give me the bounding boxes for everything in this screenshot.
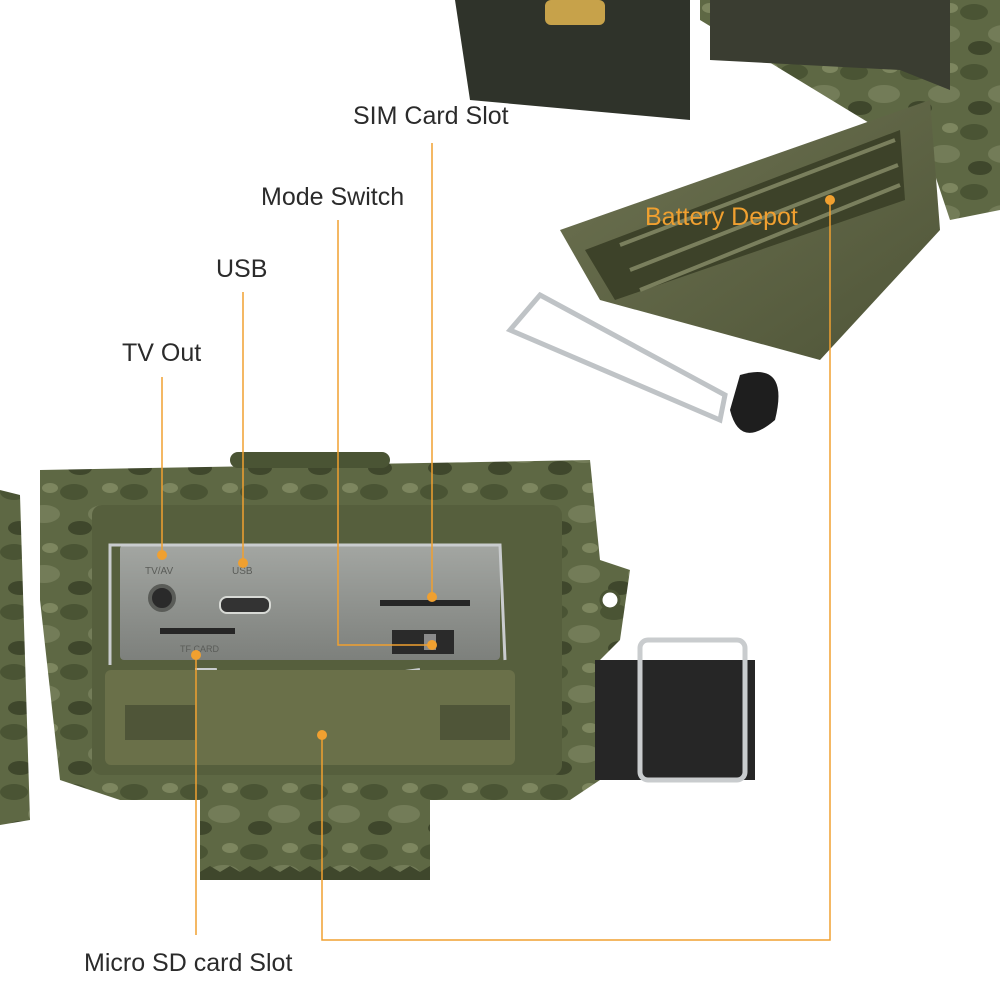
tv-out-label: TV Out	[122, 339, 202, 367]
lower-compartment	[105, 670, 515, 765]
battery-bay-opening	[710, 0, 950, 90]
usb-label: USB	[216, 255, 268, 283]
strap-buckle	[595, 660, 755, 780]
dot-battery-depot	[825, 195, 835, 205]
tv-av-panel-label: TV/AV	[145, 566, 173, 577]
front-door-edge	[0, 490, 30, 825]
latch-left	[125, 705, 195, 740]
leader-lines	[161, 143, 831, 941]
mode-switch-body	[392, 630, 454, 654]
mount-hole	[599, 589, 621, 611]
cell-divider	[629, 163, 899, 272]
bottom-mount	[200, 800, 430, 880]
tf-card-panel-label: TF CARD	[180, 644, 219, 654]
dot-tv-out	[157, 550, 167, 560]
pull-strap	[730, 372, 779, 433]
mode-switch-label: Mode Switch	[261, 183, 405, 211]
mount-teeth	[200, 866, 430, 880]
dot-micro-sd-card-slot	[191, 650, 201, 660]
sim-slot	[380, 600, 470, 606]
leader-dots	[157, 195, 835, 740]
leader-mode-switch	[337, 220, 430, 646]
top-ridge	[230, 452, 390, 468]
dot-usb	[238, 558, 248, 568]
dot-battery-lower	[317, 730, 327, 740]
cell-divider	[639, 183, 901, 292]
dot-sim-card-slot	[427, 592, 437, 602]
tray-wire-handle	[505, 291, 728, 424]
micro-sd-card-slot-label: Micro SD card Slot	[84, 949, 293, 977]
back-cover-plate	[455, 0, 690, 120]
usb-panel-label: USB	[232, 566, 253, 577]
tv-out-jack-icon	[148, 584, 176, 612]
open-camera: TV/AV USB TF CARD	[0, 452, 755, 880]
sim-card-slot-label: SIM Card Slot	[353, 102, 509, 130]
dot-mode-switch	[427, 640, 437, 650]
cell-divider	[619, 138, 896, 247]
retaining-wire	[108, 543, 507, 665]
leader-battery-depot	[321, 200, 831, 941]
battery-terminal	[545, 0, 605, 25]
battery-depot-label: Battery Depot	[645, 203, 798, 231]
usb-port-icon	[219, 596, 271, 614]
latch-right	[440, 705, 510, 740]
buckle-wire	[637, 637, 748, 783]
micro-sd-slot	[160, 628, 235, 634]
battery-tray-camera	[440, 0, 1000, 433]
